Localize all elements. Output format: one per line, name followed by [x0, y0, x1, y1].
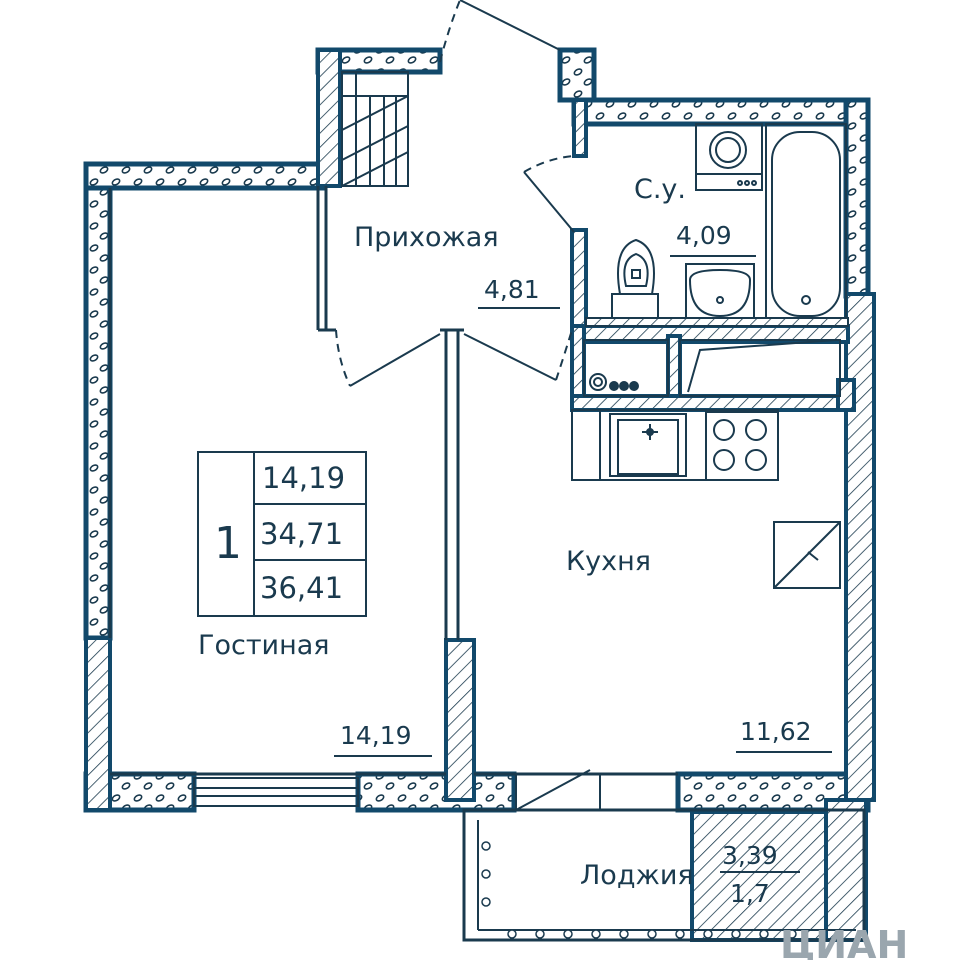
hall-label: Прихожая [354, 222, 499, 253]
toilet-icon [611, 238, 659, 325]
watermark-logo: ЦИАН [780, 923, 908, 960]
washing-machine-icon [695, 123, 763, 191]
kitchen-sink-icon [609, 413, 687, 477]
kitchen-label: Кухня [566, 546, 651, 577]
boiler-icon [583, 339, 669, 397]
utility-duct [679, 339, 841, 397]
bathroom-sink-icon [685, 263, 755, 325]
hall-area: 4,81 [484, 275, 540, 304]
bathroom-fixtures [585, 123, 849, 327]
living-window [193, 777, 359, 807]
summary-total-with-loggia: 36,41 [260, 571, 343, 605]
kitchen-fixtures [571, 339, 841, 589]
summary-living-area: 14,19 [262, 461, 345, 495]
bathtub-icon [765, 123, 847, 325]
kitchen-area: 11,62 [740, 717, 812, 746]
outer-walls [83, 47, 871, 813]
bath-area: 4,09 [676, 221, 732, 250]
room-count: 1 [214, 518, 242, 569]
stove-icon [705, 411, 779, 481]
loggia-area-bottom: 1,7 [730, 879, 770, 908]
loggia-label: Лоджия [580, 860, 694, 891]
area-underlines [334, 307, 832, 873]
loggia-area-top: 3,39 [722, 841, 778, 870]
storage-closet [341, 71, 409, 187]
living-label: Гостиная [198, 630, 330, 661]
living-area: 14,19 [340, 721, 412, 750]
summary-total-area: 34,71 [260, 517, 343, 551]
bath-label: С.у. [634, 174, 686, 205]
fridge-icon [773, 521, 841, 589]
loggia-railing-dots [481, 841, 797, 939]
summary-table [197, 451, 367, 617]
